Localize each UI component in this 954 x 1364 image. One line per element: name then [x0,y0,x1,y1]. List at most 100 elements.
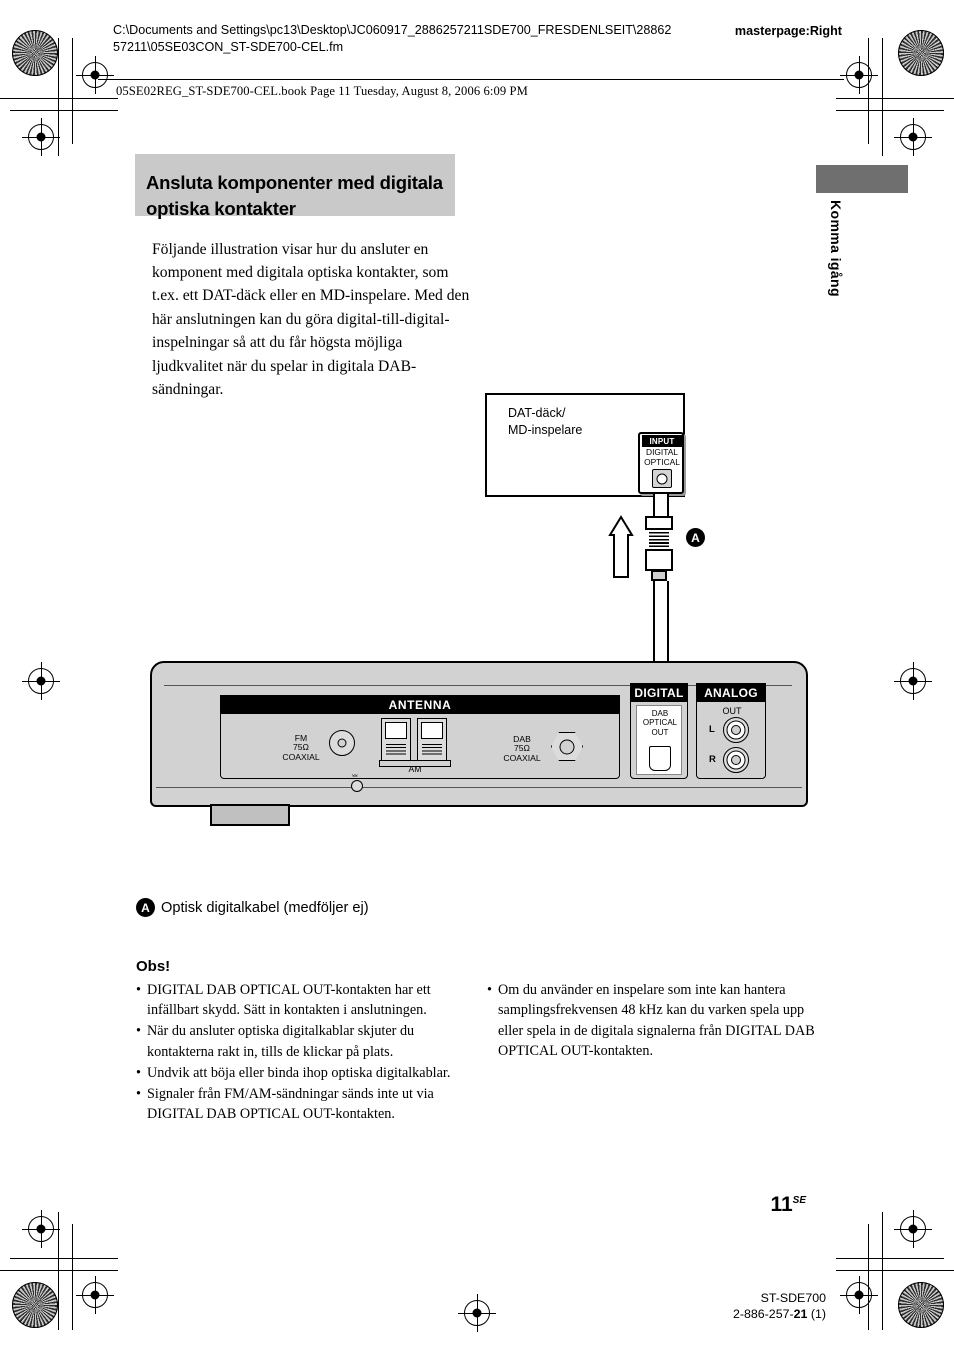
registration-starburst [12,30,58,76]
crop-line [10,110,118,111]
registration-target [894,118,932,156]
bullet-icon: • [487,982,492,998]
note-item: • Om du använder en inspelare som inte k… [487,980,817,1062]
input-header-label: INPUT [642,435,682,447]
crop-line [0,1270,118,1271]
dab-optical-out-jack [649,746,671,771]
registration-starburst [12,1282,58,1328]
part-number-rev: 21 [793,1307,808,1321]
bullet-icon: • [136,1064,141,1081]
deck-input-plate: INPUT DIGITAL OPTICAL [638,432,684,494]
dab-coaxial-label: DAB 75Ω COAXIAL [503,734,541,763]
am-terminal-clip [417,718,447,762]
part-number: 2-886-257-21 (1) [733,1306,826,1322]
analog-section-panel: ANALOG OUT L R [696,683,766,779]
crop-line [72,1224,73,1330]
diagram-caption: A Optisk digitalkabel (medföljer ej) [136,898,369,917]
crop-line [0,98,118,99]
optical-plug-tip [651,570,667,581]
part-number-suffix: (1) [807,1307,826,1321]
side-tab-bar [816,165,908,193]
note-item: • DIGITAL DAB OPTICAL OUT-kontakten har … [136,980,461,1021]
analog-right-label: R [709,754,716,765]
analog-left-jack [723,717,749,743]
crop-line [868,1224,869,1330]
analog-out-label: OUT [722,706,742,716]
note-text: Undvik att böja eller binda ihop optiska… [147,1064,451,1081]
receiver-rear-panel: ANTENNA FM 75Ω COAXIAL AM ⏕ DAB 75Ω COAX… [150,661,808,826]
analog-right-jack [723,747,749,773]
crop-line [882,38,883,156]
analog-left-label: L [709,724,715,735]
crop-line [836,1258,944,1259]
notes-column-left: • DIGITAL DAB OPTICAL OUT-kontakten har … [136,980,461,1125]
registration-target [894,1210,932,1248]
crop-line [836,98,954,99]
antenna-header-label: ANTENNA [220,695,620,714]
file-path-header: C:\Documents and Settings\pc13\Desktop\J… [113,23,672,54]
bullet-icon: • [136,1085,141,1102]
caption-text: Optisk digitalkabel (medföljer ej) [161,899,369,916]
receiver-foot [210,804,290,826]
header-rule [98,79,844,80]
chassis-groove [156,787,802,789]
antenna-panel: ANTENNA FM 75Ω COAXIAL AM ⏕ DAB 75Ω COAX… [220,695,620,792]
footer-model-info: ST-SDE700 2-886-257-21 (1) [733,1290,826,1322]
dat-deck-label: DAT-däck/ MD-inspelare [508,406,583,437]
chassis-groove [164,685,792,687]
cable-run-vertical [653,581,669,685]
registration-target [76,56,114,94]
section-title-band [135,154,455,216]
dab-coaxial-jack [551,732,583,761]
notes-column-right: • Om du använder en inspelare som inte k… [487,980,817,1062]
digital-header-label: DIGITAL [630,683,688,702]
digital-section-panel: DIGITAL DAB OPTICAL OUT [630,683,688,779]
page-number: 11SE [770,1193,806,1217]
am-terminal-block [379,718,451,767]
optical-plug-ribs [649,532,669,550]
note-item: • När du ansluter optiska digitalkablar … [136,1021,461,1062]
page-number-locale: SE [792,1195,806,1206]
crop-line [72,38,73,144]
crop-line [58,38,59,156]
registration-target [22,118,60,156]
note-text: DIGITAL DAB OPTICAL OUT-kontakten har et… [147,982,431,1019]
ground-screw-icon [351,780,363,792]
am-terminal-clip [381,718,411,762]
note-text: Om du använder en inspelare som inte kan… [498,982,815,1060]
crop-line [836,1270,954,1271]
side-tab-label: Komma igång [828,200,844,297]
note-text: När du ansluter optiska digitalkablar sk… [147,1023,415,1060]
am-label: AM [408,764,422,774]
optical-plug-collar [645,516,673,530]
bullet-icon: • [136,1023,141,1040]
fm-coaxial-label: FM 75Ω COAXIAL [282,733,320,762]
connection-diagram: DAT-däck/ MD-inspelare INPUT DIGITAL OPT… [130,385,830,885]
notes-heading: Obs! [136,958,171,975]
note-item: • Signaler från FM/AM-sändningar sänds i… [136,1084,461,1125]
registration-starburst [898,1282,944,1328]
analog-header-label: ANALOG [696,683,766,702]
model-name: ST-SDE700 [760,1291,826,1305]
crop-line [868,38,869,144]
registration-starburst [898,30,944,76]
cable-segment [653,494,669,518]
optical-jack-icon [652,469,672,488]
crop-line [882,1212,883,1330]
page-number-value: 11 [770,1193,793,1216]
digital-jack-plate: DAB OPTICAL OUT [636,705,682,775]
crop-line [10,1258,118,1259]
ground-symbol-icon: ⏕ [352,770,358,780]
note-item: • Undvik att böja eller binda ihop optis… [136,1063,461,1083]
registration-target [458,1294,496,1332]
intro-paragraph: Följande illustration visar hur du anslu… [152,240,470,399]
part-number-prefix: 2-886-257- [732,1307,794,1321]
insert-direction-arrow [608,515,634,578]
crop-line [58,1212,59,1330]
fm-coaxial-jack [329,730,355,756]
callout-marker-a: A [686,528,705,547]
book-info-line: 05SE02REG_ST-SDE700-CEL.book Page 11 Tue… [116,84,528,98]
callout-marker-a: A [136,898,155,917]
masterpage-label: masterpage:Right [734,24,842,38]
crop-line [836,110,944,111]
